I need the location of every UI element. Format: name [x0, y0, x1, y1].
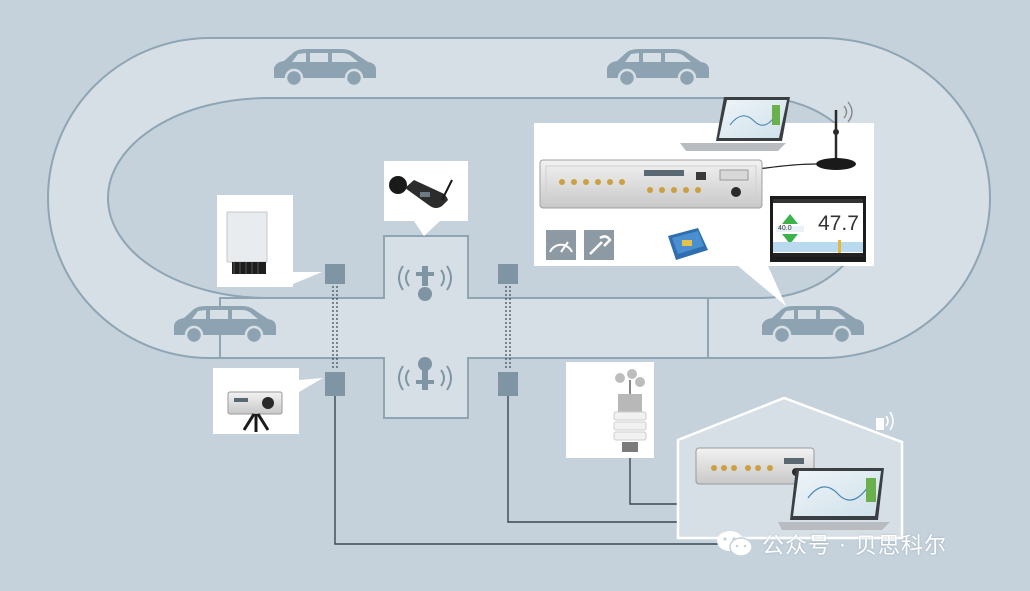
watermark-text: 公众号 · 贝思科尔	[762, 534, 947, 559]
wechat-icon	[717, 531, 753, 557]
phone-screen-small-value: 40.0	[778, 225, 792, 232]
gauge-icon	[546, 230, 576, 260]
weather-station-icon	[566, 362, 654, 458]
sensor-box	[498, 372, 518, 396]
data-acquisition-frontend-icon	[695, 447, 815, 485]
tablet-icon	[770, 196, 866, 262]
antenna-icon	[876, 411, 894, 431]
bluetooth-dongle-icon	[668, 228, 708, 260]
data-acquisition-frontend-icon	[539, 159, 763, 209]
wrench-icon	[584, 230, 614, 260]
microphone-icon	[398, 357, 452, 391]
sensor-box	[498, 264, 518, 284]
microphone-icon	[398, 265, 452, 301]
sensor-box	[325, 264, 345, 284]
outdoor-microphone-photo	[217, 195, 322, 287]
sound-level-meter-icon	[384, 161, 468, 236]
sound-level-meter-photo	[213, 368, 323, 434]
phone-screen-reading: 47.7	[818, 212, 859, 235]
sensor-link	[332, 282, 511, 370]
watermark: 公众号 · 贝思科尔	[716, 528, 947, 560]
sensor-box	[325, 372, 345, 396]
antenna-icon	[725, 101, 856, 173]
laptop-icon	[680, 97, 790, 151]
laptop-icon	[778, 468, 890, 530]
